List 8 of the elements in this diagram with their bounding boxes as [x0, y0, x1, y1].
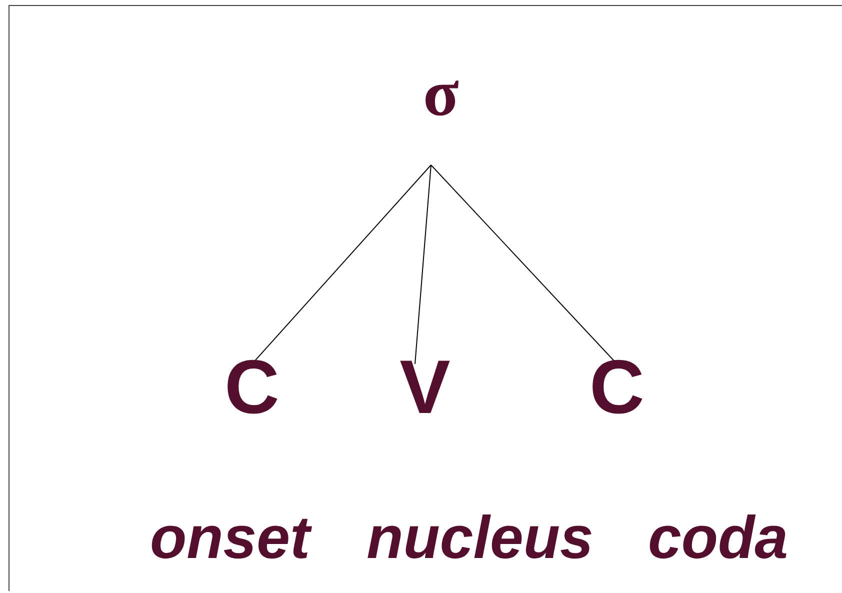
segment-label: nucleus: [366, 508, 594, 568]
syllable-symbol: σ: [401, 58, 481, 165]
segment-label: onset: [150, 508, 310, 568]
segment-label: coda: [648, 508, 788, 568]
tree-branch-line: [414, 164, 432, 364]
segment-letter: C: [577, 272, 657, 426]
segment-letter: C: [212, 268, 292, 426]
segment-letter: V: [385, 255, 465, 426]
